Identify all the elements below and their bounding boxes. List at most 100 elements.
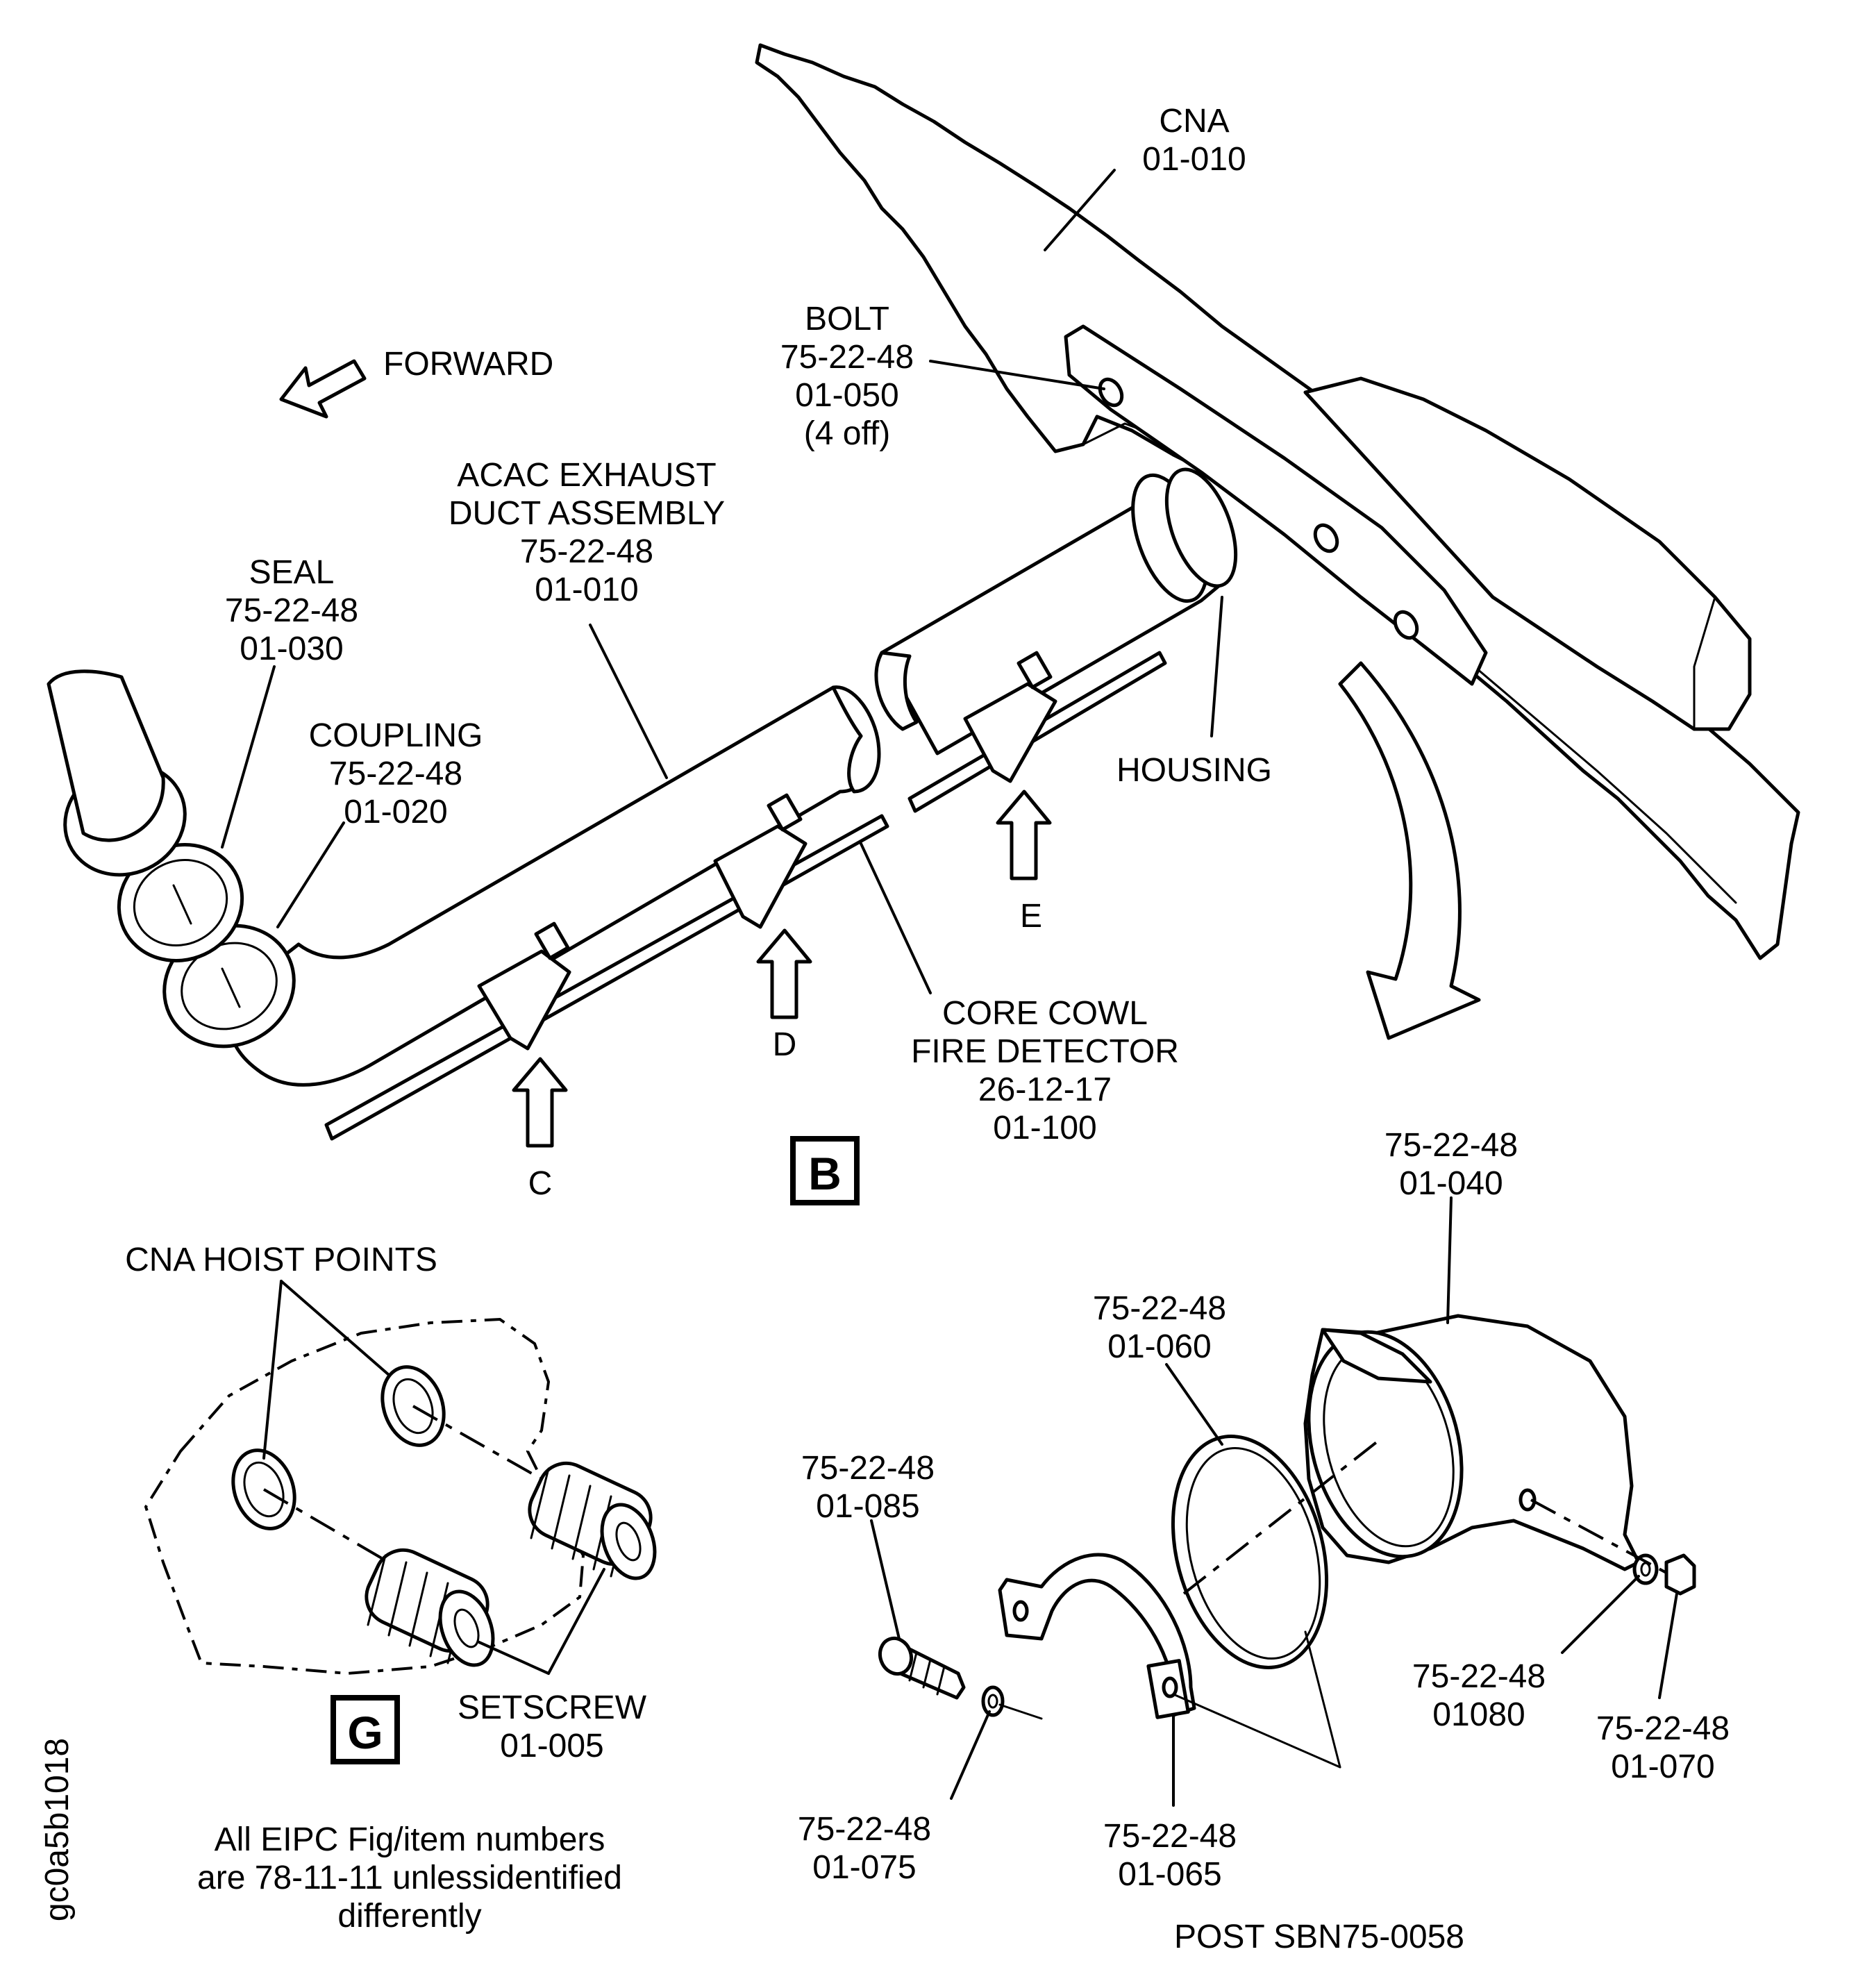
- cna-panel-flange: [1064, 324, 1488, 686]
- p040-ref: 01-040: [1399, 1165, 1503, 1202]
- hoist-ring-right-inner: [392, 1378, 434, 1435]
- upper-duct-ring-b: [1164, 467, 1238, 588]
- setscrew-title: SETSCREW: [458, 1689, 647, 1726]
- leader-hoist-left: [262, 1280, 283, 1460]
- leader-seal: [221, 665, 276, 849]
- housing-label: HOUSING: [1116, 752, 1272, 789]
- p065-ref: 01-065: [1118, 1856, 1221, 1893]
- bolt-hole-1: [1098, 377, 1124, 408]
- forward-arrow: [279, 359, 367, 419]
- leader-fire-detector: [860, 842, 932, 994]
- fire-line2: FIRE DETECTOR: [911, 1033, 1179, 1070]
- cna-ref: 01-010: [1142, 141, 1246, 178]
- bolt-hole-2: [1313, 523, 1339, 553]
- seal-mark: [172, 884, 192, 925]
- note-line1: All EIPC Fig/item numbers: [215, 1821, 605, 1858]
- leader-setscrew-right: [547, 1568, 605, 1675]
- bolt-qty: (4 off): [804, 415, 891, 452]
- p070-ch: 75-22-48: [1596, 1710, 1730, 1747]
- p085-ref: 01-085: [816, 1488, 919, 1525]
- part-065-clamp: [998, 1553, 1196, 1717]
- p080-ref: 01080: [1432, 1696, 1525, 1733]
- leader-acac: [589, 624, 668, 779]
- leader-housing: [1210, 596, 1223, 737]
- p070-ref: 01-070: [1611, 1748, 1714, 1785]
- bolt-hole-3: [1393, 610, 1419, 640]
- part-085-bolt: [878, 1636, 966, 1700]
- part-040-flange: [1321, 1328, 1432, 1384]
- p080-ch: 75-22-48: [1412, 1658, 1546, 1695]
- axis-ring: [1304, 1630, 1341, 1769]
- part-075-washer: [981, 1685, 1005, 1717]
- seal-ring-inner: [133, 858, 228, 947]
- fire-line1: CORE COWL: [942, 995, 1148, 1032]
- part-060-ring-inner: [1185, 1446, 1321, 1660]
- acac-line1: ACAC EXHAUST: [457, 457, 716, 494]
- p065-ch: 75-22-48: [1103, 1818, 1237, 1855]
- part-040-hole: [1518, 1488, 1537, 1512]
- rotation-arrow: [1338, 661, 1481, 1040]
- coupling-mark: [221, 967, 241, 1008]
- leader-coupling: [276, 821, 345, 928]
- seal-ch: 75-22-48: [225, 592, 358, 629]
- axis-bolt-washer: [998, 1703, 1043, 1720]
- seal-ref: 01-030: [240, 630, 343, 667]
- inlet-stub: [47, 669, 165, 842]
- leader-040: [1446, 1196, 1453, 1324]
- view-g-label: G: [347, 1707, 383, 1758]
- clip-d-tab: [767, 793, 803, 832]
- housing-body: [1303, 376, 1752, 731]
- leader-080: [1561, 1575, 1640, 1654]
- coupling-ref: 01-020: [344, 794, 447, 830]
- leader-bolt: [929, 360, 1105, 390]
- part-065-hole-right: [1162, 1676, 1178, 1698]
- p060-ref: 01-060: [1107, 1328, 1211, 1365]
- acac-line2: DUCT ASSEMBLY: [449, 495, 725, 532]
- upper-duct-end: [874, 651, 919, 731]
- fire-ch: 26-12-17: [978, 1071, 1112, 1108]
- bolt-ref: 01-050: [795, 377, 898, 414]
- seal-title: SEAL: [249, 554, 335, 591]
- cna-title: CNA: [1159, 103, 1229, 140]
- leader-075: [950, 1710, 991, 1800]
- align-line-left: [262, 1488, 390, 1564]
- note-line3: differently: [337, 1898, 481, 1935]
- acac-ref: 01-010: [535, 571, 638, 608]
- view-b-text: CNA 01-010 BOLT 75-22-48 01-050 (4 off) …: [225, 103, 1272, 1202]
- housing-end: [1693, 596, 1716, 730]
- view-b-box: [790, 1136, 860, 1205]
- leader-setscrew-left: [478, 1641, 550, 1675]
- clip-e: [963, 682, 1057, 783]
- align-line-right: [412, 1405, 542, 1480]
- axis-nut: [1530, 1498, 1667, 1574]
- setscrew-left: [365, 1548, 495, 1667]
- forward-label: FORWARD: [383, 346, 553, 383]
- view-g-text: CNA HOIST POINTS SETSCREW 01-005 All EIP…: [39, 1242, 647, 1935]
- p075-ref: 01-075: [812, 1849, 916, 1886]
- hoist-ring-left-inner: [243, 1461, 285, 1518]
- arrow-c: [512, 1057, 568, 1148]
- view-c-label: C: [528, 1165, 553, 1202]
- drawing-id: gc0a5b1018: [39, 1738, 76, 1921]
- part-075-washer-hole: [987, 1694, 998, 1709]
- arrow-e: [996, 790, 1052, 880]
- leader-070: [1658, 1592, 1678, 1699]
- post-sb-label: POST SBN75-0058: [1174, 1919, 1464, 1955]
- note-line2: are 78-11-11 unlessidentified: [197, 1860, 622, 1896]
- axis-housing: [1182, 1439, 1380, 1595]
- part-070-nut: [1664, 1553, 1696, 1596]
- bolt-ch: 75-22-48: [780, 339, 914, 376]
- arrow-d: [756, 928, 812, 1019]
- view-e-label: E: [1020, 898, 1042, 935]
- coupling-ch: 75-22-48: [329, 755, 462, 792]
- view-b-illustration: B: [47, 43, 1800, 1205]
- fire-ref: 01-100: [993, 1110, 1096, 1146]
- p060-ch: 75-22-48: [1093, 1290, 1226, 1327]
- bolt-title: BOLT: [805, 301, 889, 337]
- p085-ch: 75-22-48: [801, 1450, 935, 1487]
- hoist-points-label: CNA HOIST POINTS: [125, 1242, 437, 1278]
- view-g-illustration: G: [144, 1280, 657, 1764]
- setscrew-ref: 01-005: [500, 1728, 603, 1764]
- clip-d: [713, 824, 808, 929]
